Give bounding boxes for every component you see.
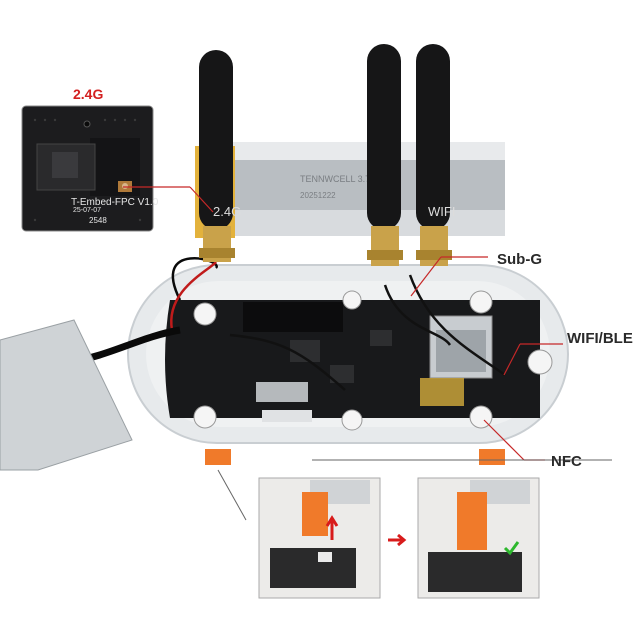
leader-lines [123, 186, 563, 461]
antenna-mid-subg [367, 44, 403, 266]
antenna-label-wifi: WIFI [428, 204, 456, 219]
inset-leader [217, 459, 612, 521]
fpc-board-name: T-Embed-FPC V1.0 [71, 197, 159, 208]
latch-inset-after [417, 477, 540, 599]
callout-subg: Sub-G [497, 251, 542, 268]
svg-text:TENNWCELL 3.7V: TENNWCELL 3.7V [300, 174, 376, 184]
antenna-label-24g: 2.4G [213, 204, 242, 219]
callout-wifi-ble: WIFI/BLE [567, 330, 633, 347]
mount-screws [193, 290, 553, 431]
antenna-right-wifi [416, 44, 452, 266]
svg-text:20251222: 20251222 [300, 191, 336, 200]
callout-nfc: NFC [551, 453, 582, 470]
transition-arrow [388, 533, 407, 547]
battery-pack: TENNWCELL 3.7V 20251222 [195, 142, 505, 238]
callout-24g: 2.4G [73, 86, 104, 102]
fpc-board-date: 25-07-07 [73, 207, 102, 214]
nfc-metal-plate [0, 319, 133, 471]
fpc-board-number: 2548 [89, 216, 107, 225]
antenna-left-24g [199, 50, 235, 262]
latch-inset-before [258, 477, 381, 599]
case-latches [205, 449, 505, 465]
